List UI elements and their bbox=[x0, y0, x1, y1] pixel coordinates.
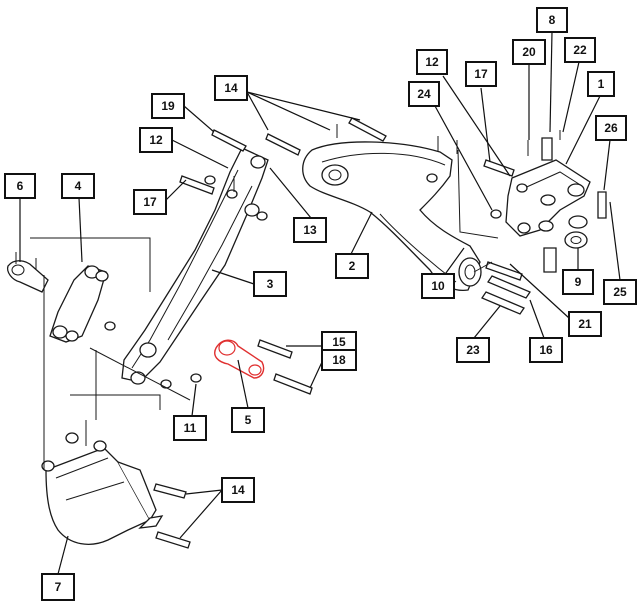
pin-parts bbox=[15, 117, 607, 549]
callout-number: 21 bbox=[578, 317, 592, 331]
callout-box bbox=[231, 407, 265, 433]
callout-2: 2 bbox=[335, 253, 369, 279]
callout-box bbox=[416, 49, 448, 75]
callout-25: 25 bbox=[603, 279, 637, 305]
callout-number: 6 bbox=[17, 179, 24, 193]
callout-number: 10 bbox=[431, 279, 445, 293]
callout-box bbox=[595, 115, 627, 141]
callout-number: 8 bbox=[549, 13, 556, 27]
boom-part bbox=[302, 141, 482, 292]
callout-box bbox=[335, 253, 369, 279]
callout-box bbox=[321, 349, 357, 371]
callout-box bbox=[214, 75, 248, 101]
callout-number: 2 bbox=[349, 259, 356, 273]
callout-22: 22 bbox=[564, 37, 596, 63]
callout-21: 21 bbox=[568, 311, 602, 337]
callout-number: 12 bbox=[425, 55, 439, 69]
callout-4: 4 bbox=[61, 173, 95, 199]
callout-box bbox=[221, 477, 255, 503]
callout-number: 15 bbox=[332, 335, 346, 349]
callout-19: 19 bbox=[151, 93, 185, 119]
callout-number: 14 bbox=[231, 483, 245, 497]
callout-box bbox=[562, 269, 594, 295]
washer-part bbox=[564, 215, 588, 249]
bushing-part bbox=[6, 260, 49, 293]
callout-12: 12 bbox=[416, 49, 448, 75]
callout-box bbox=[253, 271, 287, 297]
swing-bracket-part bbox=[505, 159, 591, 237]
callout-11: 11 bbox=[173, 415, 207, 441]
callout-number: 17 bbox=[143, 195, 157, 209]
callout-10: 10 bbox=[421, 273, 455, 299]
callout-24: 24 bbox=[408, 81, 440, 107]
callout-number: 9 bbox=[575, 275, 582, 289]
callout-5: 5 bbox=[231, 407, 265, 433]
callout-box bbox=[512, 39, 546, 65]
callout-number: 23 bbox=[466, 343, 480, 357]
callout-12: 12 bbox=[139, 127, 173, 153]
callout-1: 1 bbox=[587, 71, 615, 97]
highlighted-bushing-part bbox=[214, 339, 265, 379]
callout-box bbox=[568, 311, 602, 337]
callout-box bbox=[465, 61, 497, 87]
dipper-arm-part bbox=[121, 147, 269, 385]
callout-box bbox=[564, 37, 596, 63]
callout-13: 13 bbox=[293, 217, 327, 243]
callout-box bbox=[139, 127, 173, 153]
callout-box bbox=[536, 7, 568, 33]
callout-box bbox=[587, 71, 615, 97]
link-part bbox=[49, 265, 109, 343]
callout-number: 20 bbox=[522, 45, 536, 59]
callout-3: 3 bbox=[253, 271, 287, 297]
callout-14: 14 bbox=[214, 75, 248, 101]
callout-9: 9 bbox=[562, 269, 594, 295]
callout-8: 8 bbox=[536, 7, 568, 33]
callout-number: 3 bbox=[267, 277, 274, 291]
callout-number: 25 bbox=[613, 285, 627, 299]
callout-box bbox=[603, 279, 637, 305]
callout-number: 18 bbox=[332, 353, 346, 367]
callout-number: 22 bbox=[573, 43, 587, 57]
callout-17: 17 bbox=[465, 61, 497, 87]
callout-box bbox=[133, 189, 167, 215]
leader-lines bbox=[19, 31, 621, 575]
callout-box bbox=[408, 81, 440, 107]
callout-number: 26 bbox=[604, 121, 618, 135]
callout-box bbox=[421, 273, 455, 299]
callout-number: 12 bbox=[149, 133, 163, 147]
callout-box bbox=[151, 93, 185, 119]
callout-number: 16 bbox=[539, 343, 553, 357]
callout-16: 16 bbox=[529, 337, 563, 363]
callout-number: 14 bbox=[224, 81, 238, 95]
callout-number: 11 bbox=[184, 421, 197, 435]
callout-17: 17 bbox=[133, 189, 167, 215]
callout-20: 20 bbox=[512, 39, 546, 65]
callout-18: 18 bbox=[321, 349, 357, 371]
callout-box bbox=[173, 415, 207, 441]
bucket-part bbox=[41, 432, 164, 545]
callout-number: 13 bbox=[303, 223, 317, 237]
callout-box bbox=[293, 217, 327, 243]
callout-number: 4 bbox=[75, 179, 82, 193]
callout-number: 7 bbox=[55, 580, 62, 594]
callout-box bbox=[529, 337, 563, 363]
callout-26: 26 bbox=[595, 115, 627, 141]
callout-14: 14 bbox=[221, 477, 255, 503]
callout-number: 17 bbox=[474, 67, 488, 81]
callout-7: 7 bbox=[41, 573, 75, 601]
callout-number: 5 bbox=[245, 413, 252, 427]
callout-6: 6 bbox=[4, 173, 36, 199]
callout-23: 23 bbox=[456, 337, 490, 363]
assembly-lines bbox=[30, 149, 499, 470]
callout-box bbox=[4, 173, 36, 199]
callout-number: 24 bbox=[417, 87, 431, 101]
callout-box bbox=[61, 173, 95, 199]
callout-number: 19 bbox=[161, 99, 175, 113]
callout-15: 15 bbox=[321, 331, 357, 353]
callout-box bbox=[456, 337, 490, 363]
callout-box bbox=[41, 573, 75, 601]
callout-number: 1 bbox=[598, 77, 605, 91]
